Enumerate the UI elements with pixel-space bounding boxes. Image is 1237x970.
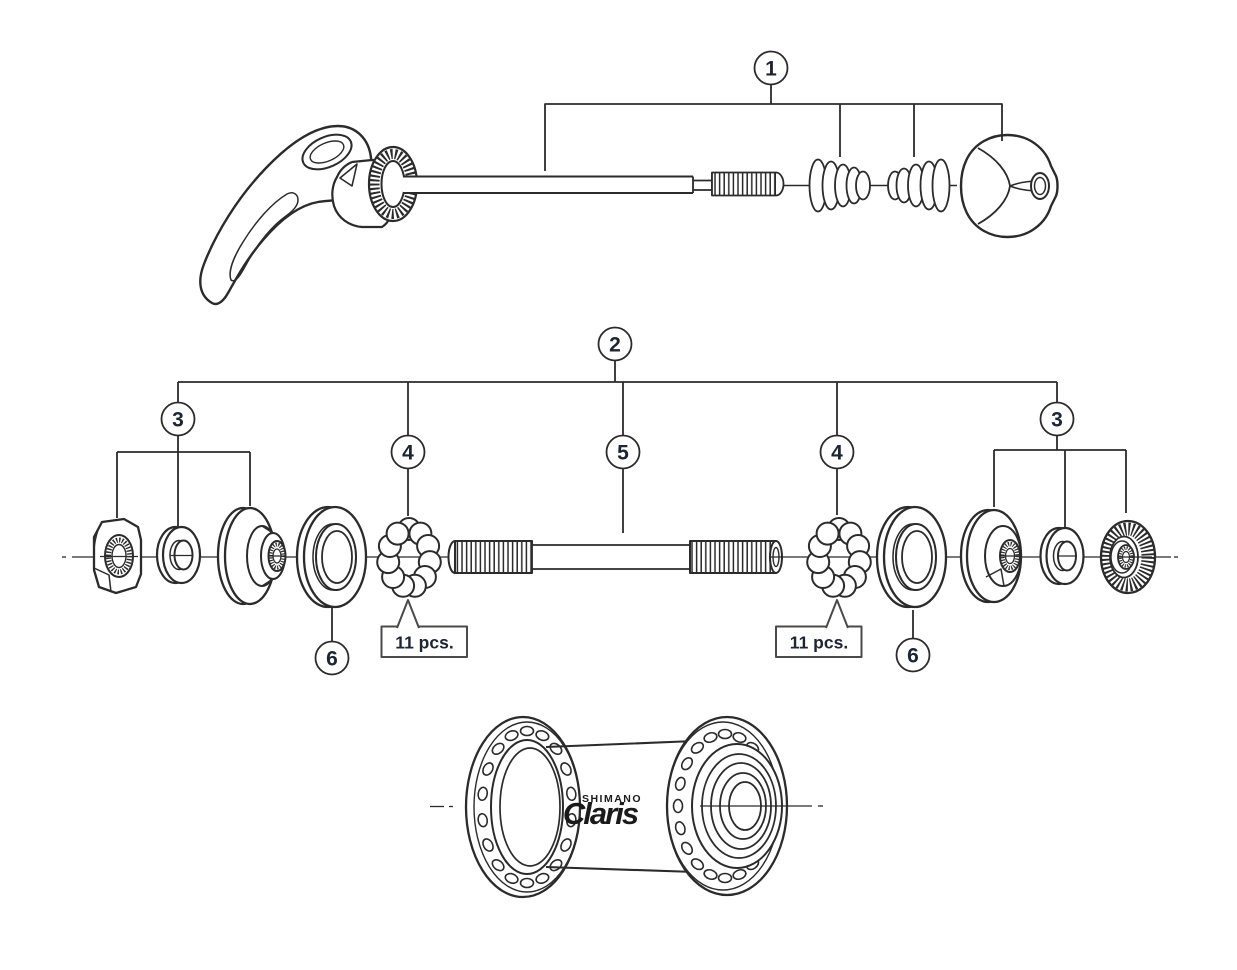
model-name: Claris [563,796,639,831]
qty-label-left-text: 11 pcs. [395,633,453,653]
qr-end-nut [959,133,1059,239]
ball-retainer-right [806,517,872,598]
spoke-hole [674,821,686,836]
spoke-hole [482,838,494,852]
callout-4-left-label: 4 [402,442,414,465]
centerline-bore-overlays [100,554,1152,558]
dust-cap-left [295,505,368,609]
callout-3-left: 3 [116,401,251,526]
callout-5-label: 5 [617,442,629,465]
spoke-hole [703,731,718,744]
axle-threads-left [454,540,533,574]
quick-release-assembly: 1 [199,50,1059,306]
callout-6-right: 6 [895,610,931,673]
callout-3-right-label: 3 [1051,409,1063,432]
spoke-hole [535,872,550,884]
callout-3-right: 3 [993,401,1127,527]
spoke-hole [717,728,733,740]
spoke-hole [717,872,733,884]
spoke-hole [732,731,747,744]
qr-lever [199,124,395,306]
callout-6-left-circle [314,640,350,676]
qr-lever-thumb-pad [301,133,353,171]
spoke-hole [491,858,505,872]
callout-4-left: 4 [390,434,426,516]
spoke-hole [535,730,550,742]
callout-6-left: 6 [314,608,350,676]
callout-1-label: 1 [765,58,777,81]
qr-spring-right [887,158,951,213]
qr-cam-wedge [339,163,358,187]
hub-cone-left-inner [499,747,561,867]
qty-label-left: 11 pcs. [380,599,468,658]
spoke-hole [680,757,694,771]
callout-4-right: 4 [819,434,855,515]
spoke-hole [482,762,494,776]
qr-lever-slot [229,192,299,282]
qr-spring-left [808,158,871,213]
callout-2: 2 [177,326,1058,436]
callout-6-right-label: 6 [907,645,919,668]
hub-flange-left [464,715,582,899]
callout-4-left-circle [390,434,426,470]
ball-retainer-left [376,517,442,598]
callout-1-leader-lines [544,85,1003,171]
callout-2-label: 2 [609,334,621,357]
qty-label-right: 11 pcs. [775,599,863,658]
hub-shell: SHIMANO Claris [430,715,823,899]
callout-4-right-circle [819,434,855,470]
brand-name: SHIMANO [582,793,642,805]
axle-threads-right [689,540,777,574]
axle [447,540,783,574]
qty-label-right-text: 11 pcs. [790,633,848,653]
spoke-hole [680,841,694,855]
spoke-hole [504,730,519,742]
callout-3-right-circle [1039,401,1075,437]
spoke-hole [672,798,684,814]
qr-skewer-rod [403,171,785,197]
bearing-ball [385,521,410,546]
callout-3-left-label: 3 [172,409,184,432]
hub-barrel [545,739,696,874]
spoke-hole [565,812,577,828]
callout-5: 5 [605,434,641,533]
spoke-hole [674,776,686,791]
spoke-hole [565,786,577,802]
bearing-ball [815,521,840,546]
spoke-hole [519,725,535,737]
callout-3-left-circle [160,401,196,437]
spoke-hole [477,812,489,828]
callout-5-circle [605,434,641,470]
spoke-hole [560,838,572,852]
callout-6-right-circle [895,637,931,673]
spoke-hole [491,742,505,756]
brand-logo: SHIMANO Claris [563,793,642,831]
callout-1: 1 [544,50,1003,171]
callout-6-left-label: 6 [326,648,338,671]
spoke-hole [732,868,747,881]
callout-4-right-label: 4 [831,442,843,465]
callout-1-circle [753,50,789,86]
spoke-hole [690,741,705,754]
spoke-hole [477,786,489,802]
spoke-hole [690,858,705,871]
dust-cap-right [875,505,948,609]
spoke-hole [519,877,535,889]
axle-assembly: 2 3 3 4 5 4 [62,326,1178,676]
spoke-hole [560,762,572,776]
spoke-hole [504,872,519,884]
spoke-hole [703,868,718,881]
callout-2-circle [597,326,633,362]
qr-rod-threads [711,171,777,197]
